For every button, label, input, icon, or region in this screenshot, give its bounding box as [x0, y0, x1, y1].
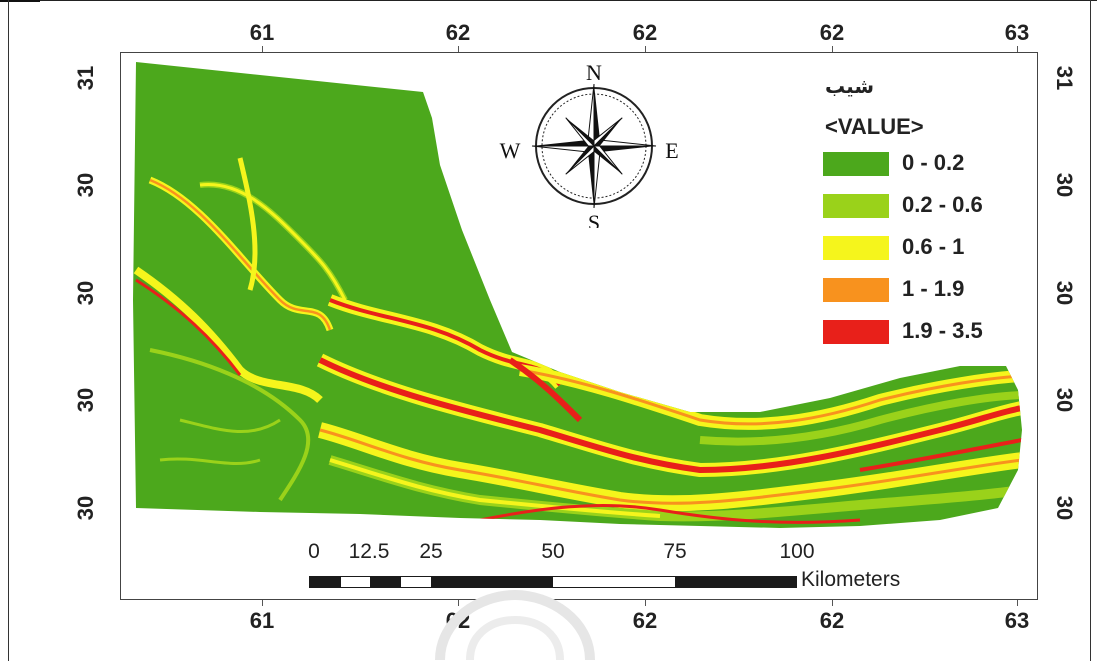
- legend-subtitle: <VALUE>: [825, 114, 924, 139]
- legend-label: 0 - 0.2: [902, 150, 965, 175]
- compass-north-point: [594, 84, 600, 146]
- scale-segment: [309, 576, 341, 588]
- bottom-tick-label: 61: [249, 608, 275, 633]
- top-border-line: [0, 0, 1097, 1]
- compass-south-point: [588, 146, 594, 208]
- tick-mark: [832, 600, 833, 606]
- scale-label: 25: [419, 540, 443, 563]
- compass-rose: N S E W: [500, 60, 679, 228]
- top-tick-label: 62: [632, 20, 658, 45]
- tick-mark: [458, 600, 459, 606]
- scale-segment: [370, 576, 401, 588]
- tick-mark: [832, 46, 833, 52]
- ridge-band: [237, 157, 258, 291]
- tick-mark: [1017, 600, 1018, 606]
- ridge-band: [859, 438, 1022, 472]
- ridge-band: [199, 182, 347, 301]
- bottom-tick-label: 62: [819, 608, 845, 633]
- top-tick-label: 61: [249, 20, 275, 45]
- scale-gap: [401, 576, 431, 588]
- ridge-band: [329, 458, 661, 518]
- top-tick-label: 62: [445, 20, 471, 45]
- scale-label: 100: [779, 540, 815, 563]
- ridge-band: [133, 266, 323, 404]
- slope-ridges: [133, 157, 1022, 524]
- ridge-band: [179, 418, 281, 433]
- ridge-band: [519, 368, 1021, 426]
- scale-label: 0: [308, 540, 320, 563]
- top-tick-label: 62: [819, 20, 845, 45]
- legend-label: 0.6 - 1: [902, 234, 965, 259]
- legend-label: 1.9 - 3.5: [902, 318, 983, 343]
- compass-north-label: N: [586, 60, 602, 85]
- ridge-band: [318, 357, 1022, 474]
- compass-diagonal-points: [565, 117, 623, 175]
- tick-mark: [262, 46, 263, 52]
- ridge-band: [508, 357, 583, 423]
- ridge-band: [135, 278, 242, 376]
- compass-south-label: S: [588, 210, 600, 228]
- scale-label: 75: [663, 540, 687, 563]
- compass-west-label: W: [500, 138, 521, 163]
- legend-swatch: [823, 320, 889, 344]
- tick-mark: [645, 600, 646, 606]
- ridge-band: [319, 428, 1022, 505]
- legend-swatch: [823, 152, 889, 176]
- right-border-line: [1090, 0, 1091, 661]
- legend-label: 1 - 1.9: [902, 276, 965, 301]
- top-border-stub: [0, 0, 40, 2]
- watermark-emblem: [435, 590, 595, 660]
- legend-swatch: [823, 194, 889, 218]
- tick-mark: [458, 46, 459, 52]
- tick-mark: [262, 600, 263, 606]
- scale-segment: [675, 576, 797, 588]
- left-border-line: [8, 0, 9, 661]
- scale-segment: [431, 576, 553, 588]
- scale-gap: [553, 576, 675, 588]
- legend-title: شیب: [825, 74, 875, 98]
- tick-mark: [1017, 46, 1018, 52]
- top-tick-label: 63: [1004, 20, 1030, 45]
- ridge-band: [149, 178, 332, 331]
- tick-mark: [645, 46, 646, 52]
- legend-swatch: [823, 236, 889, 260]
- scale-unit: Kilometers: [801, 568, 901, 591]
- ridge-band: [479, 504, 861, 524]
- scale-gap: [341, 576, 370, 588]
- compass-east-label: E: [665, 138, 678, 163]
- region-base: [133, 62, 1022, 528]
- map-frame: [120, 52, 1038, 600]
- legend-swatch: [823, 278, 889, 302]
- legend-label: 0.2 - 0.6: [902, 192, 983, 217]
- compass-west-point: [532, 140, 594, 146]
- bottom-tick-label: 63: [1004, 608, 1030, 633]
- compass-east-point: [594, 146, 656, 152]
- bottom-tick-label: 62: [632, 608, 658, 633]
- scale-label: 12.5: [348, 540, 390, 563]
- ridge-band: [159, 457, 261, 466]
- ridge-band: [149, 348, 311, 502]
- scale-label: 50: [541, 540, 565, 563]
- ridge-band: [699, 391, 1022, 446]
